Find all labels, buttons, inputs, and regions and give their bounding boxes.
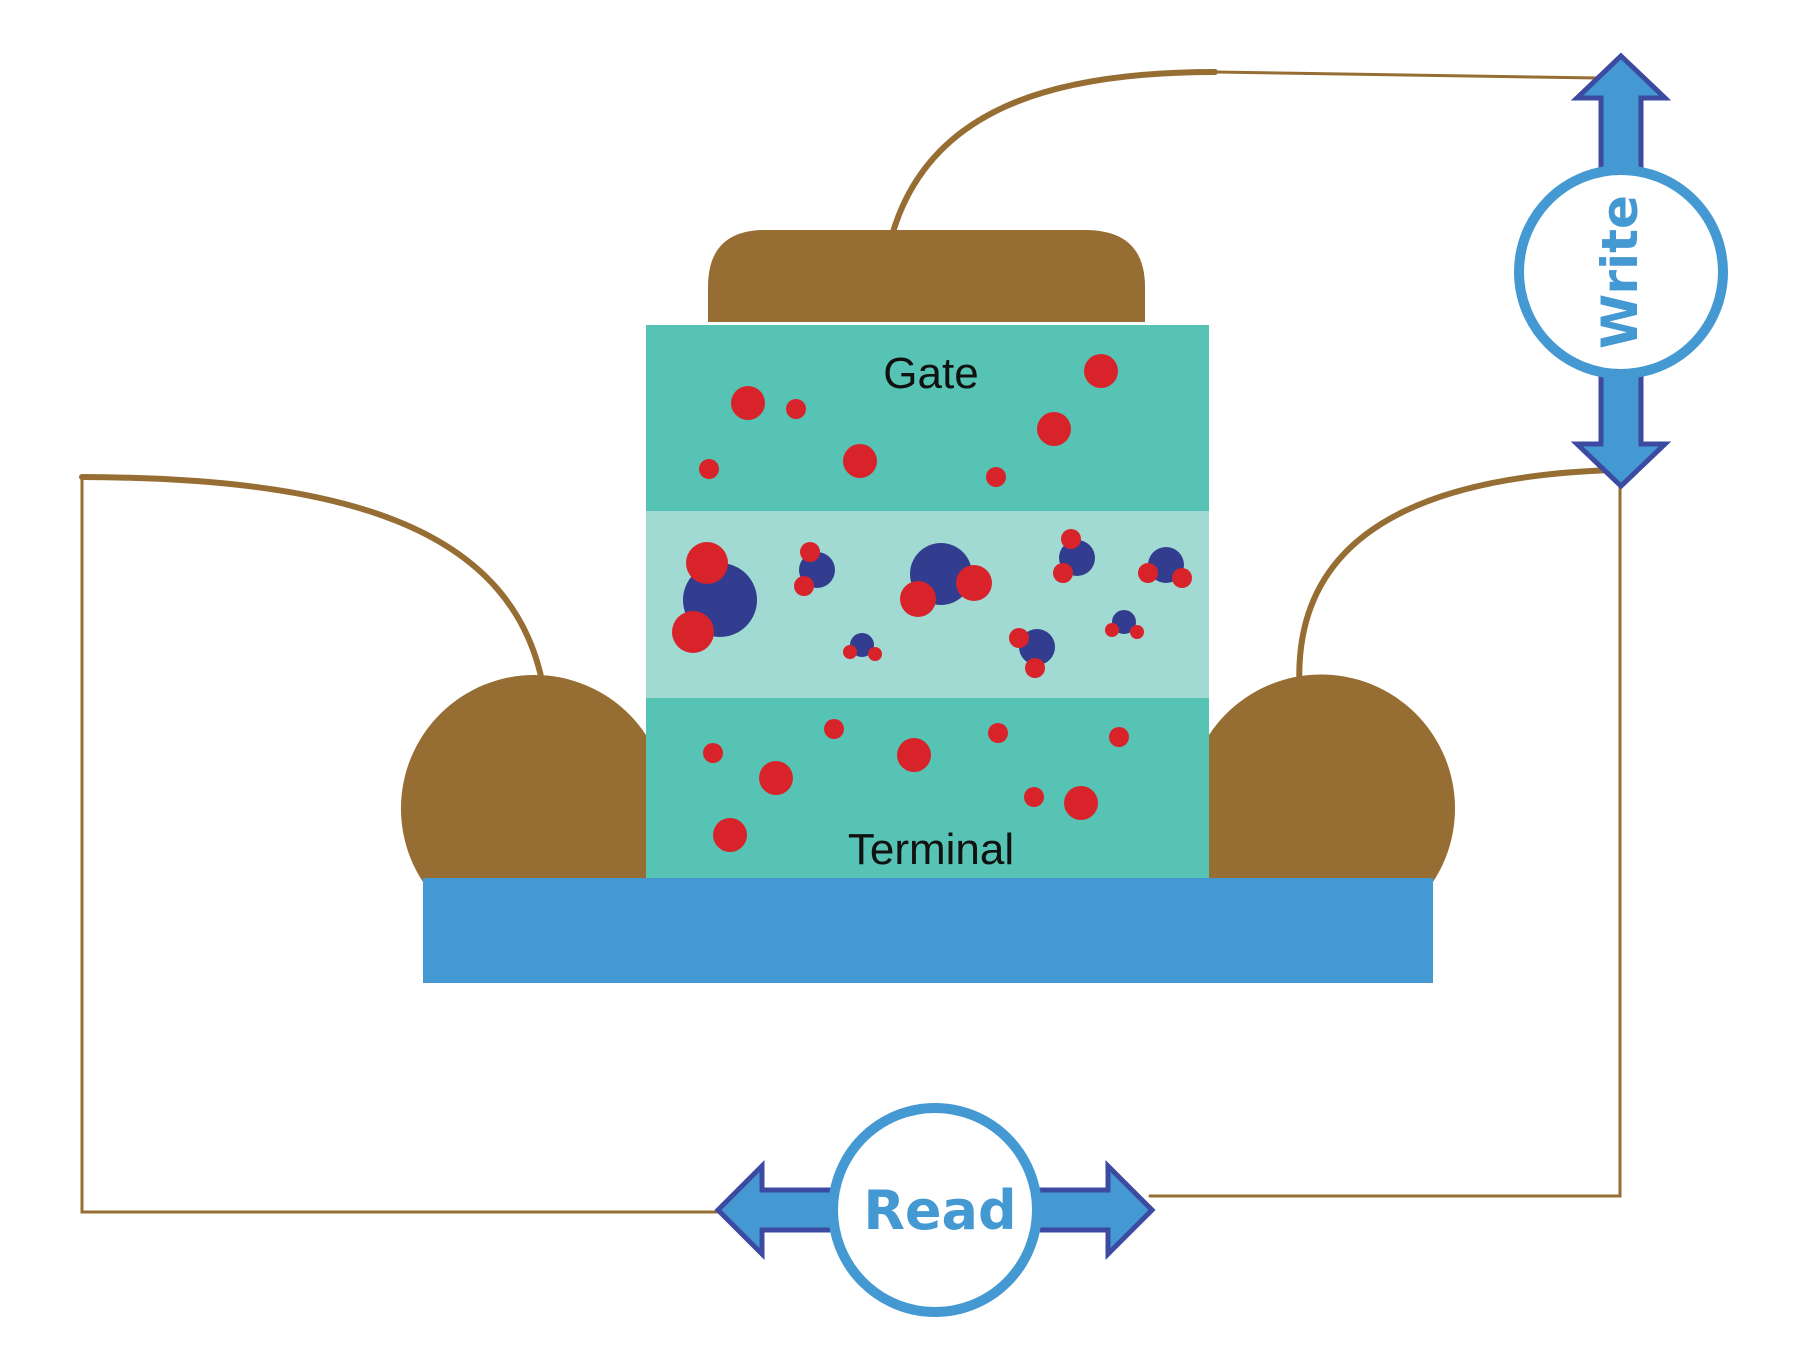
ion-red <box>800 542 820 562</box>
ion-complex <box>1053 529 1095 583</box>
ion-red <box>786 399 806 419</box>
terminal-label: Terminal <box>848 825 1014 874</box>
ion-complex <box>900 543 992 617</box>
gate-electrode <box>708 230 1145 322</box>
right-electrode-lead <box>1296 467 1615 698</box>
ion-red <box>703 743 723 763</box>
ion-complex <box>1138 547 1192 588</box>
electrodes <box>400 230 1456 882</box>
ion-red <box>1024 787 1044 807</box>
ion-red <box>1105 623 1119 637</box>
ion-complex <box>794 542 835 596</box>
ion-red <box>1172 568 1192 588</box>
ion-red <box>824 719 844 739</box>
ion-complex-small <box>1105 610 1144 639</box>
ion-red <box>843 444 877 478</box>
ion-red <box>1009 628 1029 648</box>
gate-electrode-lead <box>890 69 1218 235</box>
ion-red <box>1084 354 1118 388</box>
electrolyte-ions <box>672 529 1192 678</box>
terminal-layer-ions <box>703 719 1129 852</box>
device-stack <box>423 325 1433 983</box>
substrate <box>423 878 1433 983</box>
ion-red <box>988 723 1008 743</box>
read-label: Read <box>863 1179 1016 1242</box>
ion-red <box>843 645 857 659</box>
ion-red <box>672 611 714 653</box>
ion-red <box>731 386 765 420</box>
ion-red <box>1130 625 1144 639</box>
ion-red <box>900 581 936 617</box>
ion-red <box>986 467 1006 487</box>
wires <box>79 69 1622 1214</box>
left-read-wire <box>80 475 725 1214</box>
ion-complex-small <box>843 633 882 661</box>
ion-red <box>794 576 814 596</box>
ion-red <box>897 738 931 772</box>
ion-complex <box>1009 628 1055 678</box>
ion-red <box>1037 412 1071 446</box>
right-bottom-electrode <box>1209 674 1456 882</box>
ion-complex-large <box>672 542 757 653</box>
ion-red <box>1025 658 1045 678</box>
ion-red <box>1061 529 1081 549</box>
left-electrode-lead <box>79 474 548 701</box>
ion-red <box>1064 786 1098 820</box>
ion-red <box>956 565 992 601</box>
right-read-wire <box>1148 468 1622 1198</box>
gate-label: Gate <box>883 349 978 398</box>
ion-red <box>686 542 728 584</box>
read-circle <box>828 1103 1042 1317</box>
ion-red <box>699 459 719 479</box>
ion-red <box>868 647 882 661</box>
write-label: Write <box>1591 195 1649 349</box>
write-circle <box>1514 165 1728 379</box>
gate-layer-ions <box>699 354 1118 487</box>
write-control[interactable]: Write <box>1514 52 1728 490</box>
top-write-wire <box>1213 70 1600 80</box>
ion-red <box>1138 563 1158 583</box>
read-control[interactable]: Read <box>714 1103 1156 1317</box>
left-bottom-electrode <box>400 674 646 882</box>
ion-red <box>713 818 747 852</box>
ion-red <box>1053 563 1073 583</box>
ion-red <box>759 761 793 795</box>
ion-red <box>1109 727 1129 747</box>
gate-layer <box>646 325 1209 511</box>
